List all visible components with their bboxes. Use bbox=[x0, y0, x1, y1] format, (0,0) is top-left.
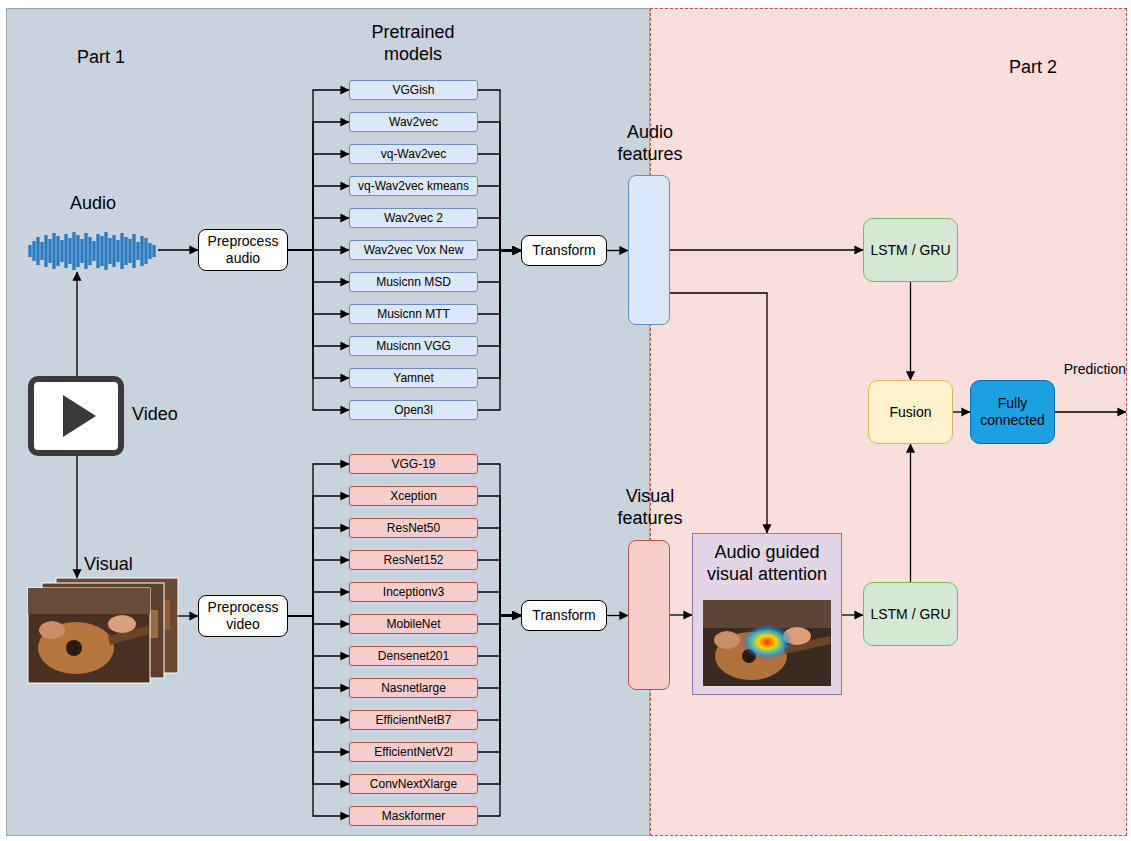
node-heading: Visual bbox=[84, 554, 133, 574]
attention-heatmap-image bbox=[703, 600, 831, 686]
feature-bar bbox=[628, 175, 670, 325]
transform-box: Transform bbox=[521, 235, 607, 266]
region-title: Part 2 bbox=[1009, 57, 1057, 77]
box-label: Nasnetlarge bbox=[381, 681, 446, 695]
box-label: VGGish bbox=[392, 83, 434, 97]
box-label: Musicnn VGG bbox=[376, 339, 451, 353]
box-label: ConvNextXlarge bbox=[370, 777, 457, 791]
node-heading: Video bbox=[132, 404, 178, 424]
visual-model-box: Maskformer bbox=[349, 806, 478, 826]
visual-model-box: EfficientNetV2l bbox=[349, 742, 478, 762]
part-region: Part 2 LSTM / GRU LSTM / GRU Audio guided v… bbox=[650, 8, 1127, 836]
process-box: Preprocess video bbox=[198, 595, 288, 637]
text-holder: Audio features bbox=[612, 122, 688, 165]
visual-model-box: ResNet152 bbox=[349, 550, 478, 570]
audio-model-box: Wav2vec 2 bbox=[349, 208, 478, 228]
output-label: Prediction bbox=[1064, 361, 1126, 377]
text-holder: Audio bbox=[28, 193, 158, 215]
audio-model-box: Musicnn MTT bbox=[349, 304, 478, 324]
recurrent-box: LSTM / GRU bbox=[863, 218, 958, 282]
fusion-box: Fusion bbox=[868, 380, 953, 444]
figure-area bbox=[28, 230, 158, 272]
label-holder: Pretrained models bbox=[343, 22, 483, 65]
visual-model-box: ConvNextXlarge bbox=[349, 774, 478, 794]
box-label: Fusion bbox=[889, 404, 931, 421]
box-label: LSTM / GRU bbox=[870, 606, 950, 623]
recurrent-box: LSTM / GRU bbox=[863, 582, 958, 646]
feature-block: Audio features bbox=[612, 122, 688, 326]
text-holder: Part 2 bbox=[1009, 57, 1089, 79]
box-label: Maskformer bbox=[382, 809, 445, 823]
dense-box: Fully connected bbox=[970, 380, 1055, 444]
audio-model-box: Musicnn VGG bbox=[349, 336, 478, 356]
audio-model-box: Yamnet bbox=[349, 368, 478, 388]
text-holder: Part 1 bbox=[77, 47, 157, 69]
region-title: Part 1 bbox=[77, 47, 125, 67]
visual-model-box: ResNet50 bbox=[349, 518, 478, 538]
node-heading: Audio features bbox=[617, 122, 682, 164]
feature-block: Visual features bbox=[612, 486, 688, 691]
column-heading: Pretrained models bbox=[371, 22, 454, 64]
figure-area bbox=[28, 376, 124, 456]
box-label: Inceptionv3 bbox=[383, 585, 444, 599]
node-heading: Audio bbox=[70, 193, 116, 213]
audio-model-box: Open3l bbox=[349, 400, 478, 420]
visual-model-box: Inceptionv3 bbox=[349, 582, 478, 602]
text-holder: Visual bbox=[84, 554, 174, 576]
audio-model-box: vq-Wav2vec kmeans bbox=[349, 176, 478, 196]
visual-model-box: Nasnetlarge bbox=[349, 678, 478, 698]
box-label: Preprocess audio bbox=[203, 233, 283, 267]
box-label: vq-Wav2vec kmeans bbox=[358, 179, 469, 193]
audio-model-box: Wav2vec bbox=[349, 112, 478, 132]
audio-model-box: Musicnn MSD bbox=[349, 272, 478, 292]
box-label: Fully connected bbox=[975, 395, 1050, 429]
box-label: EfficientNetB7 bbox=[376, 713, 452, 727]
text-holder: Visual features bbox=[612, 486, 688, 529]
box-label: Wav2vec 2 bbox=[384, 211, 443, 225]
visual-model-box: VGG-19 bbox=[349, 454, 478, 474]
audio-model-box: vq-Wav2vec bbox=[349, 144, 478, 164]
text-holder: Video bbox=[132, 404, 188, 426]
video-input: Video bbox=[28, 376, 188, 456]
box-label: Open3l bbox=[394, 403, 433, 417]
audio-model-box: VGGish bbox=[349, 80, 478, 100]
box-label: Xception bbox=[390, 489, 437, 503]
feature-bar bbox=[628, 540, 670, 690]
box-label: LSTM / GRU bbox=[870, 242, 950, 259]
box-label: Transform bbox=[532, 607, 595, 624]
visual-model-box: MobileNet bbox=[349, 614, 478, 634]
box-label: Densenet201 bbox=[378, 649, 449, 663]
audio-model-box: Wav2vec Vox New bbox=[349, 240, 478, 260]
visual-model-box: Densenet201 bbox=[349, 646, 478, 666]
attention-box: Audio guided visual attention bbox=[692, 533, 842, 695]
visual-model-box: Xception bbox=[349, 486, 478, 506]
part-region: Part 1AudioVideoVisualPreprocess audioPr… bbox=[6, 8, 650, 836]
visual-model-box: EfficientNetB7 bbox=[349, 710, 478, 730]
box-label: Preprocess video bbox=[203, 599, 283, 633]
audio-input: Audio bbox=[28, 193, 158, 273]
box-label: Yamnet bbox=[393, 371, 433, 385]
box-label: Musicnn MSD bbox=[376, 275, 451, 289]
transform-box: Transform bbox=[521, 600, 607, 631]
box-label: Wav2vec bbox=[389, 115, 438, 129]
box-label: VGG-19 bbox=[391, 457, 435, 471]
box-label: MobileNet bbox=[386, 617, 440, 631]
box-title: Audio guided visual attention bbox=[697, 542, 837, 585]
visual-input: Visual bbox=[28, 554, 178, 684]
box-label: ResNet50 bbox=[387, 521, 440, 535]
box-label: Transform bbox=[532, 242, 595, 259]
label-holder: Prediction bbox=[1046, 360, 1126, 378]
box-label: Wav2vec Vox New bbox=[364, 243, 464, 257]
box-label: Musicnn MTT bbox=[377, 307, 450, 321]
box-label: ResNet152 bbox=[383, 553, 443, 567]
figure-area bbox=[28, 578, 178, 684]
node-heading: Visual features bbox=[617, 486, 682, 528]
box-label: vq-Wav2vec bbox=[381, 147, 447, 161]
box-label: EfficientNetV2l bbox=[374, 745, 453, 759]
process-box: Preprocess audio bbox=[198, 229, 288, 271]
